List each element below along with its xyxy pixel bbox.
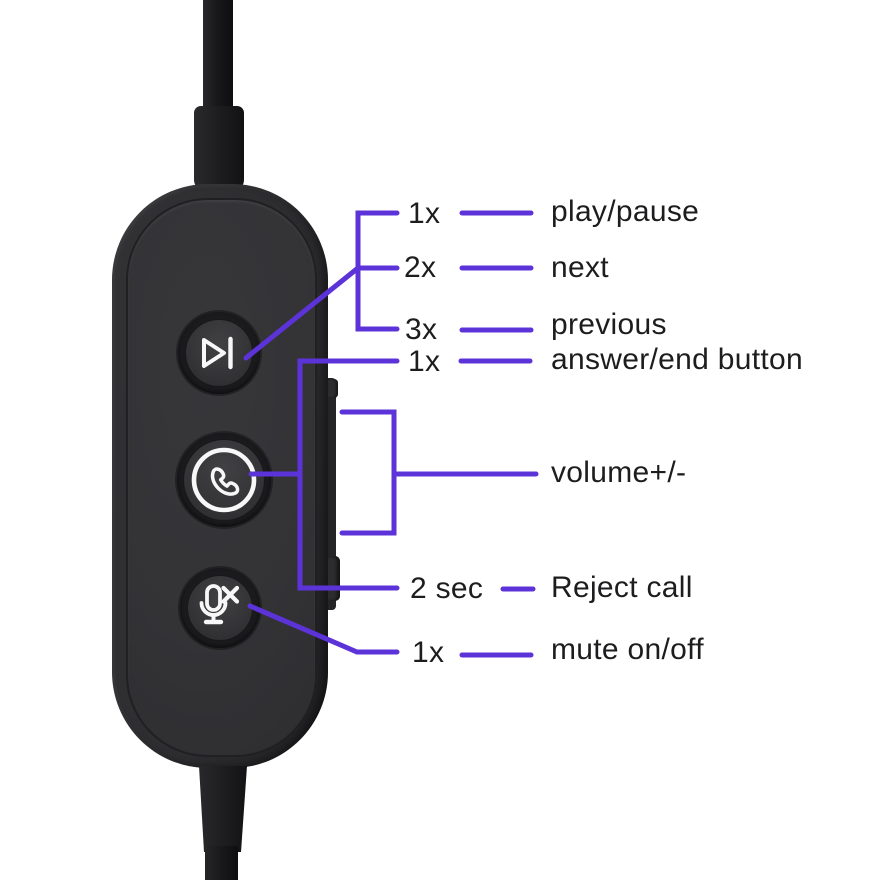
cable-strain-relief-top (194, 106, 244, 190)
headset-cable-bottom (205, 846, 238, 880)
call-button (177, 433, 271, 527)
mute-button-face (187, 575, 253, 641)
action-volume: volume+/- (551, 456, 687, 489)
action-mute: mute on/off (551, 633, 704, 666)
action-play-pause: play/pause (551, 195, 700, 228)
bracket-play-taps (355, 210, 400, 332)
trigger-previous: 3x (405, 313, 438, 346)
trigger-next: 2x (404, 251, 437, 284)
action-reject-call: Reject call (551, 571, 693, 604)
action-previous: previous (551, 308, 667, 341)
trigger-answer-end: 1x (408, 345, 441, 378)
phone-icon (191, 447, 257, 513)
action-answer-end: answer/end button (551, 343, 803, 376)
mute-button (180, 568, 260, 648)
mic-mute-icon (199, 584, 240, 625)
bracket-volume (339, 409, 397, 536)
trigger-play-pause: 1x (408, 197, 441, 230)
play-pause-button-face (185, 319, 253, 387)
play-pause-icon (202, 336, 233, 370)
headset-cable-top (203, 0, 233, 112)
action-next: next (551, 251, 609, 284)
trigger-reject-call: 2 sec (410, 572, 484, 605)
cable-strain-relief-bottom (199, 766, 247, 852)
trigger-mute: 1x (412, 636, 445, 669)
play-pause-button (178, 312, 260, 394)
call-button-face (183, 439, 265, 521)
